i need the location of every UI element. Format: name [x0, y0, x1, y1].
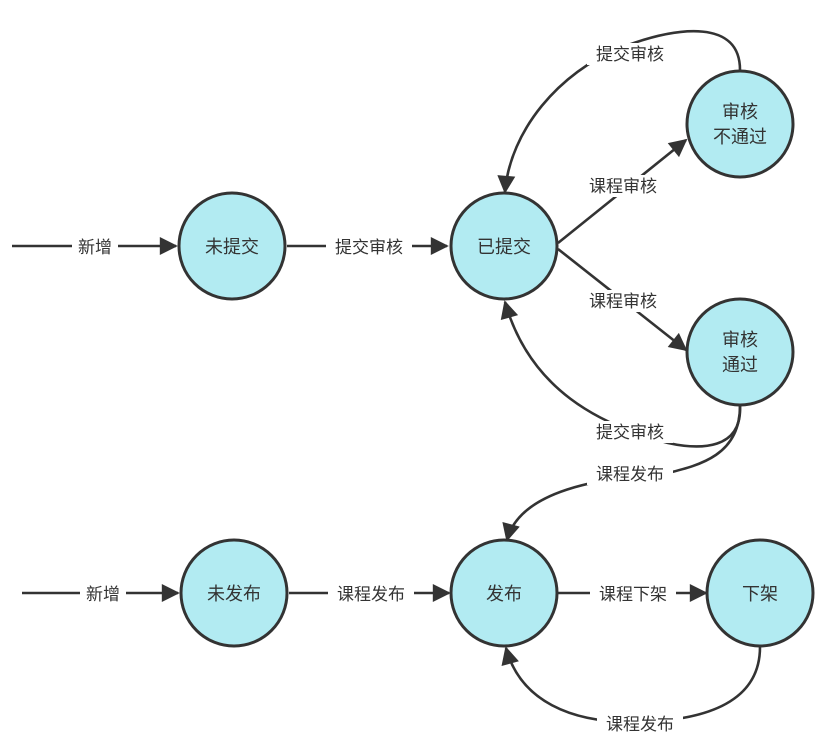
edge-failed-to-submitted: 提交审核	[497, 29, 742, 194]
node-label: 已提交	[477, 237, 531, 258]
node-unsubmitted: 未提交	[177, 191, 287, 301]
edge-unsubmitted-to-submitted: 提交审核	[287, 236, 449, 258]
edge-label: 课程发布	[337, 585, 405, 605]
edge-label: 提交审核	[596, 423, 664, 443]
node-offline: 下架	[705, 538, 815, 648]
edge-label: 课程发布	[606, 715, 674, 735]
edge-passed-to-published: 课程发布	[502, 405, 742, 542]
edge-passed-to-submitted: 提交审核	[500, 300, 742, 448]
edge-label: 课程审核	[589, 177, 657, 197]
edge-label: 提交审核	[596, 45, 664, 65]
edge-label: 新增	[78, 238, 112, 258]
node-label: 未发布	[207, 584, 261, 605]
node-review-passed: 审核 通过	[685, 297, 795, 407]
node-label: 未提交	[205, 237, 259, 258]
edge-offline-to-published: 课程发布	[501, 646, 762, 735]
node-label-line2: 通过	[722, 355, 758, 376]
edge-submitted-to-failed: 课程审核	[557, 138, 688, 245]
edge-published-to-offline: 课程下架	[558, 583, 708, 605]
edge-label: 课程审核	[589, 292, 657, 312]
edge-new-to-unsubmitted: 新增	[12, 236, 178, 258]
node-submitted: 已提交	[449, 191, 559, 301]
edge-submitted-to-passed: 课程审核	[557, 247, 688, 352]
node-label-line2: 不通过	[713, 127, 767, 148]
edge-label: 提交审核	[335, 238, 403, 258]
edge-unpublished-to-published: 课程发布	[289, 583, 451, 605]
node-review-failed: 审核 不通过	[685, 69, 795, 179]
edge-label: 新增	[86, 585, 120, 605]
edge-label: 课程发布	[596, 465, 664, 485]
node-label: 发布	[486, 584, 522, 605]
node-unpublished: 未发布	[179, 538, 289, 648]
node-label-line1: 审核	[722, 330, 758, 351]
edge-label: 课程下架	[599, 585, 667, 605]
edge-new-to-unpublished: 新增	[22, 583, 180, 605]
node-label: 下架	[742, 584, 778, 605]
node-label-line1: 审核	[722, 102, 758, 123]
node-published: 发布	[449, 538, 559, 648]
